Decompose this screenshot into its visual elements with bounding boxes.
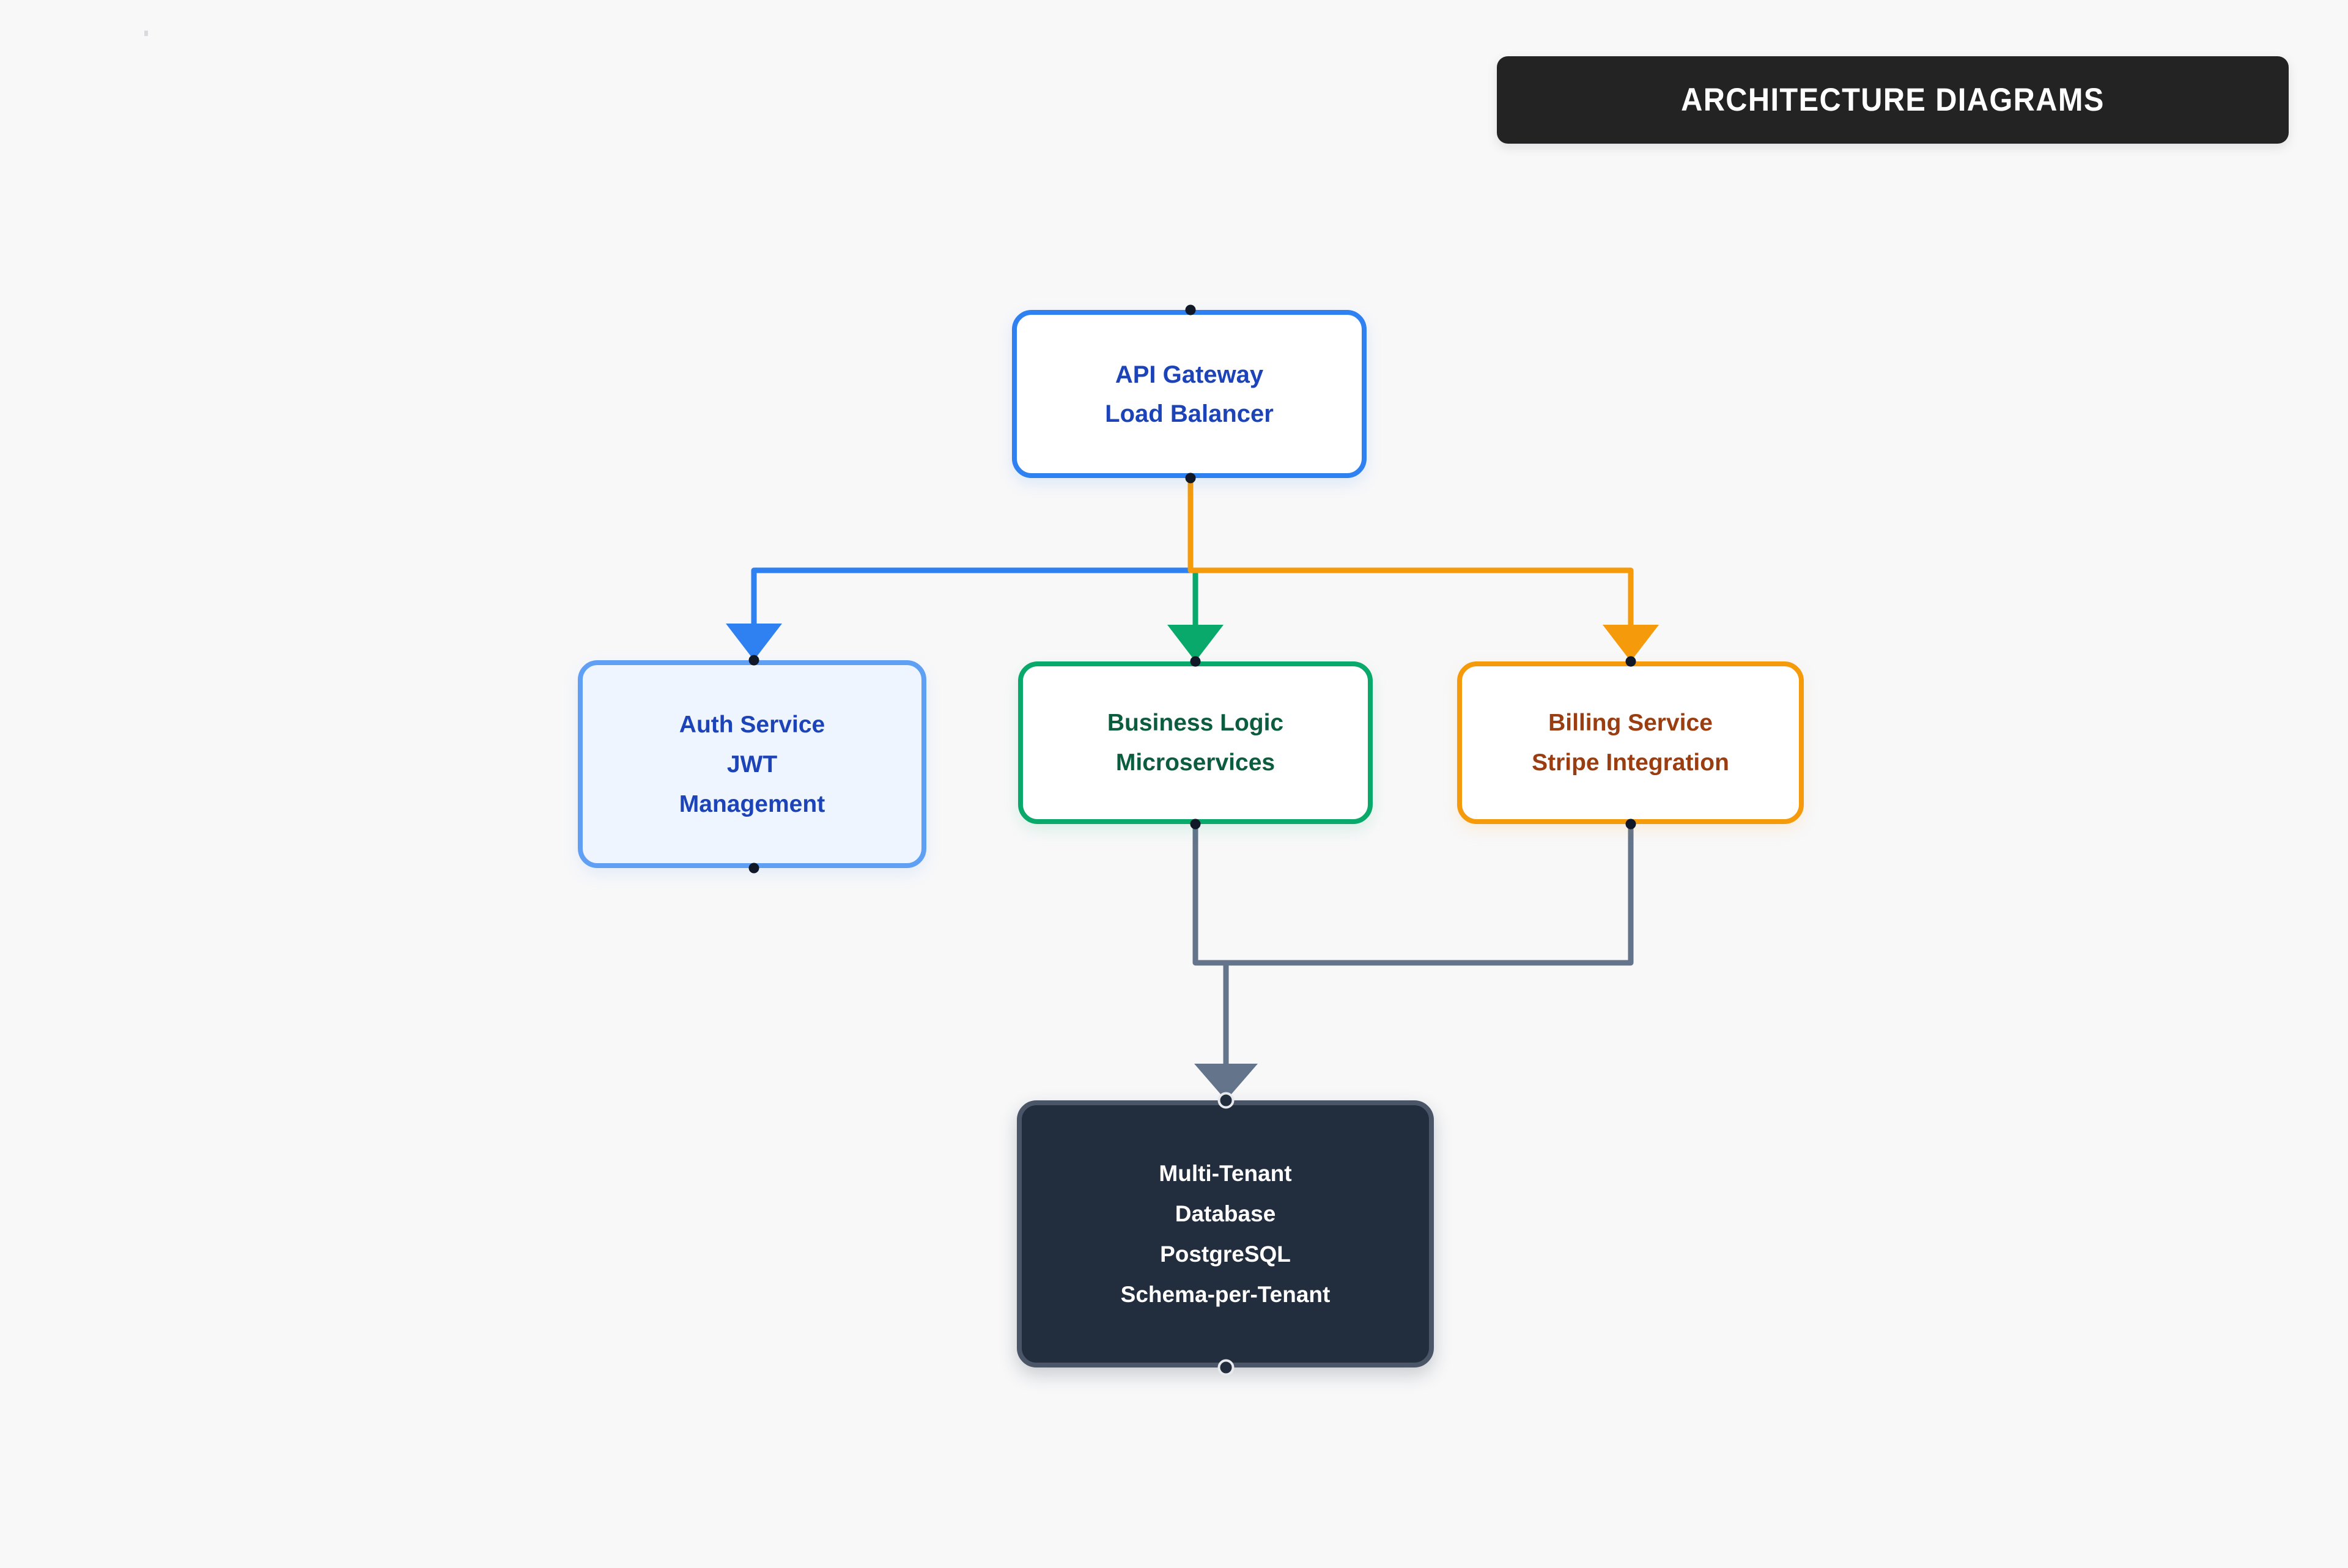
handle-database-top[interactable] — [1217, 1092, 1235, 1109]
handle-auth-service-top[interactable] — [748, 655, 759, 666]
node-api-gateway-line-1: API Gateway — [1115, 361, 1264, 388]
handle-api-gateway-bottom[interactable] — [1185, 473, 1196, 484]
edge-gateway-to-billing — [1187, 475, 1659, 661]
handle-business-logic-bottom[interactable] — [1190, 819, 1201, 830]
handle-api-gateway-top[interactable] — [1185, 304, 1196, 315]
node-business-logic-line-1: Business Logic — [1107, 710, 1284, 736]
header-badge-label: Architecture Diagrams — [1681, 82, 2105, 118]
header-badge: Architecture Diagrams — [1497, 56, 2289, 144]
node-auth-service-line-2: JWT — [726, 751, 778, 778]
node-database[interactable]: Multi-Tenant Database PostgreSQL Schema-… — [1017, 1100, 1434, 1367]
node-business-logic[interactable]: Business Logic Microservices — [1018, 661, 1373, 824]
node-billing-service-line-1: Billing Service — [1548, 710, 1713, 736]
node-api-gateway[interactable]: API Gateway Load Balancer — [1012, 310, 1367, 478]
handle-business-logic-top[interactable] — [1190, 656, 1201, 667]
node-auth-service[interactable]: Auth Service JWT Management — [578, 660, 926, 868]
node-auth-service-line-3: Management — [679, 790, 825, 817]
edge-gateway-to-auth — [726, 475, 1194, 660]
handle-auth-service-bottom[interactable] — [748, 863, 759, 874]
node-database-line-4: Schema-per-Tenant — [1120, 1281, 1331, 1307]
handle-database-bottom[interactable] — [1217, 1359, 1235, 1376]
handle-billing-service-top[interactable] — [1625, 656, 1636, 667]
edge-gateway-to-business-logic — [1167, 475, 1224, 661]
node-database-line-3: PostgreSQL — [1160, 1241, 1291, 1267]
node-billing-service-line-2: Stripe Integration — [1532, 749, 1729, 776]
node-auth-service-line-1: Auth Service — [679, 711, 825, 738]
edge-billing-to-database — [1194, 821, 1634, 1100]
node-database-line-1: Multi-Tenant — [1159, 1160, 1292, 1186]
handle-billing-service-bottom[interactable] — [1625, 819, 1636, 830]
node-business-logic-line-2: Microservices — [1115, 749, 1276, 776]
node-api-gateway-line-2: Load Balancer — [1105, 400, 1274, 427]
node-database-line-2: Database — [1175, 1201, 1276, 1226]
node-billing-service[interactable]: Billing Service Stripe Integration — [1457, 661, 1804, 824]
edge-business-logic-to-database — [1192, 821, 1229, 1067]
render-artifact-speck — [144, 31, 148, 36]
